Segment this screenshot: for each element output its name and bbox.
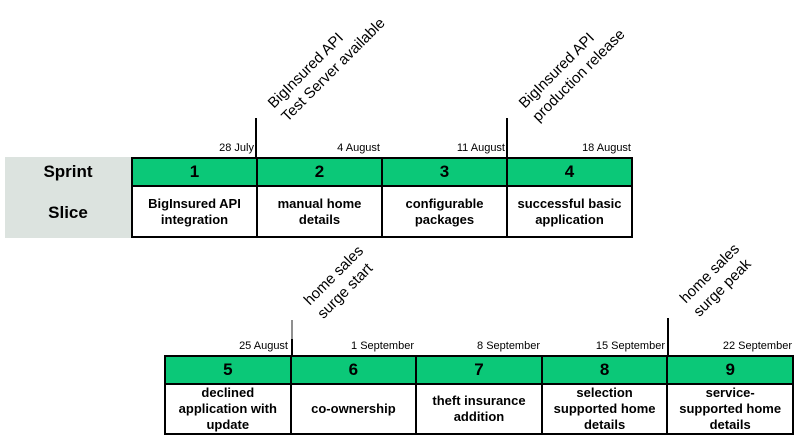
sprint-column-8: 8 selection supported home details [540,357,667,433]
milestone-tick [255,118,257,157]
sprint-date: 1 September [351,340,414,352]
sprint-number: 6 [291,357,416,385]
slice-row-label: Slice [48,202,88,222]
sprint-column-9: 9 service-supported home details [666,357,792,433]
sprint-number: 8 [542,357,667,385]
milestone-tick [667,318,669,355]
milestone-tick [291,320,293,339]
sprint-column-7: 7 theft insurance addition [415,357,541,433]
sprint-number: 2 [258,159,381,187]
sprint-column-2: 2 manual home details [256,159,381,236]
sprint-number: 7 [417,357,541,385]
milestone-label-surge-peak: home sales surge peak [676,240,757,321]
sprint-column-1: 1 BigInsured API integration [133,159,256,236]
slice-label: manual home details [277,195,362,227]
sprint-date: 25 August [239,340,288,352]
sprint-table-bottom: 5 declined application with update 6 co-… [164,355,794,435]
slice-label: successful basic application [517,195,622,227]
sprint-number: 9 [668,357,792,385]
sprint-number: 5 [166,357,290,385]
slice-label: service-supported home details [679,385,782,432]
sprint-date: 8 September [477,340,540,352]
sprint-column-3: 3 configurable packages [381,159,506,236]
sprint-date: 18 August [582,142,631,154]
sprint-number: 3 [383,159,506,187]
milestone-label-test-server: BigInsured API Test Server available [264,1,389,126]
sprint-date: 22 September [722,340,792,352]
slice-label: BigInsured API integration [148,195,241,227]
milestone-label-production-release: BigInsured API production release [515,12,629,126]
sprint-number: 1 [133,159,256,187]
milestone-label-surge-start: home sales surge start [300,242,381,323]
slice-label: configurable packages [405,195,484,227]
sprint-date: 28 July [219,142,254,154]
sprint-date: 15 September [595,340,665,352]
sprint-table-top: 1 BigInsured API integration 2 manual ho… [131,157,633,238]
slice-label: selection supported home details [553,385,656,432]
sprint-column-5: 5 declined application with update [166,357,290,433]
sprint-row-label: Sprint [43,162,93,181]
sprint-date: 4 August [337,142,380,154]
row-labels-box: Sprint Slice [5,157,131,238]
sprint-column-4: 4 successful basic application [506,159,631,236]
milestone-tick [291,339,293,355]
milestone-tick [506,118,508,157]
slice-label: theft insurance addition [432,393,526,424]
sprint-column-6: 6 co-ownership [289,357,416,433]
slice-label: co-ownership [311,401,396,416]
slice-label: declined application with update [178,385,277,432]
sprint-number: 4 [508,159,631,187]
sprint-date: 11 August [456,142,505,154]
